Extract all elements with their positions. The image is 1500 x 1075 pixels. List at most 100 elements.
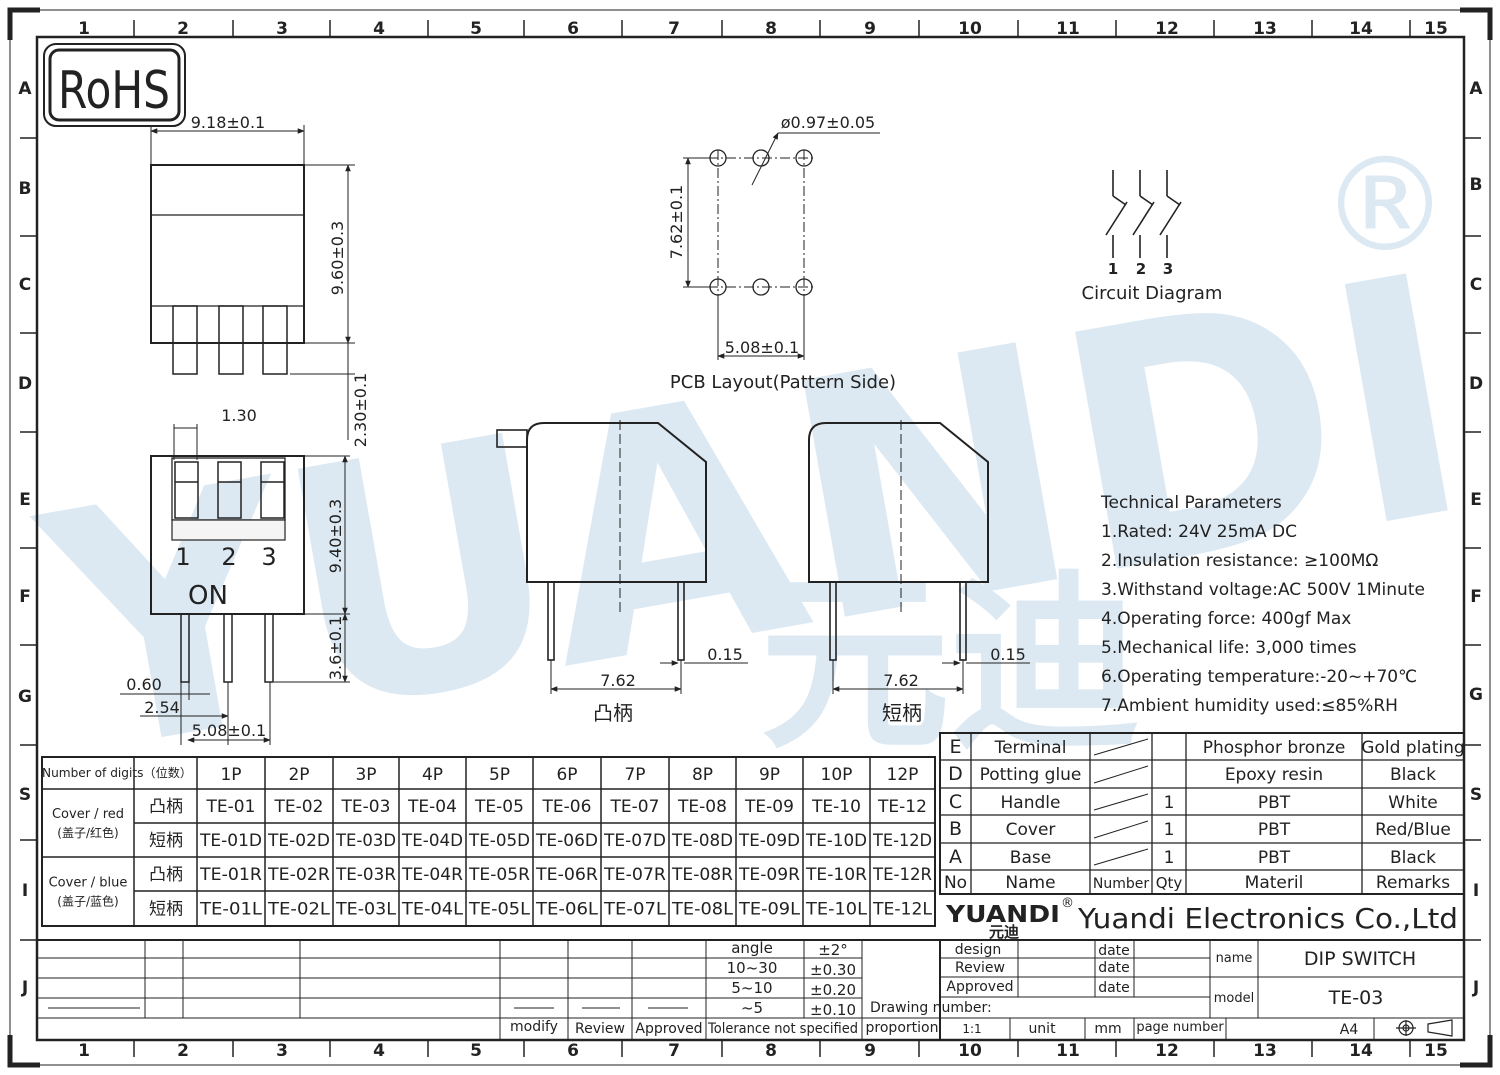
tech-item: 3.Withstand voltage:AC 500V 1Minute	[1101, 580, 1425, 600]
column-header: 7P	[624, 765, 645, 785]
pcb-layout	[683, 132, 880, 360]
svg-text:9: 9	[864, 19, 876, 39]
bom-cell: D	[948, 763, 963, 785]
svg-text:8: 8	[765, 1041, 777, 1061]
model-cell: TE-03D	[335, 831, 396, 851]
circuit-diagram	[1105, 170, 1182, 258]
model-cell: TE-08R	[671, 865, 733, 885]
svg-text:date: date	[1098, 960, 1130, 976]
bom-cell: Terminal	[994, 738, 1067, 758]
model-table-frame	[41, 756, 936, 927]
circuit-caption: Circuit Diagram	[1082, 283, 1223, 304]
projection-symbol-icon	[1396, 1019, 1453, 1037]
bom-cell: PBT	[1258, 793, 1291, 813]
svg-text:5: 5	[470, 1041, 482, 1061]
model-cell: TE-05L	[468, 900, 531, 920]
model-cell: TE-02R	[267, 865, 330, 885]
svg-text:14: 14	[1349, 19, 1373, 39]
bom-cell: Epoxy resin	[1225, 765, 1323, 785]
svg-text:11: 11	[1056, 19, 1080, 39]
svg-text:±0.20: ±0.20	[810, 981, 856, 999]
model-cell: TE-10D	[805, 831, 867, 851]
bom-header: Number	[1093, 876, 1149, 892]
svg-text:11: 11	[1056, 1041, 1080, 1061]
svg-text:I: I	[1473, 881, 1479, 901]
model-cell: TE-09L	[738, 900, 801, 920]
group-label-cn: (盖子/蓝色)	[57, 895, 118, 909]
model-cell: TE-02L	[267, 900, 331, 920]
company-reg: ®	[1061, 896, 1074, 911]
scale-value: 1:1	[962, 1022, 981, 1036]
raised-span: 7.62	[600, 671, 636, 690]
svg-text:J: J	[1472, 978, 1479, 998]
svg-text:G: G	[1469, 685, 1483, 705]
column-header: 8P	[692, 765, 713, 785]
svg-text:F: F	[1470, 587, 1482, 607]
svg-text:1: 1	[78, 1041, 90, 1061]
side-width-dim: 9.18±0.1	[191, 113, 265, 132]
bom-cell: Gold plating	[1361, 738, 1464, 758]
group-label-cn: (盖子/红色)	[57, 825, 118, 840]
model-cell: TE-04R	[401, 865, 463, 885]
model-cell: TE-05R	[468, 865, 530, 885]
svg-text:J: J	[21, 978, 28, 998]
bom-cell: C	[949, 791, 962, 813]
model-cell: TE-12L	[872, 900, 933, 920]
company-logo: YUANDI	[945, 902, 1060, 928]
svg-text:10: 10	[958, 1041, 982, 1061]
side-view	[150, 125, 355, 440]
side-height-dim: 9.60±0.3	[328, 221, 347, 295]
model-cell: TE-09	[744, 797, 794, 817]
svg-text:A: A	[18, 79, 32, 99]
svg-text:angle: angle	[731, 939, 773, 957]
side-pin-dim: 2.30±0.1	[351, 373, 370, 447]
model-cell: TE-07D	[603, 831, 666, 851]
handle-type: 凸柄	[149, 865, 183, 885]
company-name: Yuandi Electronics Co.,Ltd	[1077, 902, 1458, 935]
bom-cell: White	[1388, 793, 1437, 813]
bom-cell: Potting glue	[980, 765, 1082, 785]
bom-cell: Handle	[1001, 793, 1061, 813]
short-caption: 短柄	[882, 701, 922, 725]
svg-text:±0.10: ±0.10	[810, 1001, 856, 1019]
svg-text:C: C	[1470, 275, 1482, 295]
bom-cell: B	[949, 818, 962, 840]
svg-text:5~10: 5~10	[731, 979, 772, 997]
proportion-label: proportion	[866, 1020, 939, 1036]
svg-text:D: D	[18, 374, 32, 394]
pcb-row-dim: 7.62±0.1	[667, 185, 686, 259]
svg-text:6: 6	[567, 1041, 579, 1061]
svg-text:E: E	[1470, 490, 1482, 510]
front-span: 5.08±0.1	[192, 721, 266, 740]
drawing-number: Drawing number:	[870, 1000, 992, 1016]
model-cell: TE-04D	[401, 831, 463, 851]
grid-ticks	[20, 20, 1481, 1057]
profile-raised	[496, 420, 748, 694]
svg-text:10: 10	[958, 19, 982, 39]
tech-item: 6.Operating temperature:-20~+70℃	[1101, 667, 1417, 687]
svg-text:14: 14	[1349, 1041, 1373, 1061]
svg-text:15: 15	[1424, 19, 1448, 39]
svg-text:±0.30: ±0.30	[810, 961, 856, 979]
sheet-frame	[7, 7, 1493, 1068]
front-num-3: 3	[261, 543, 276, 571]
svg-text:date: date	[1098, 943, 1130, 959]
svg-text:12: 12	[1155, 19, 1179, 39]
bom-header: Materil	[1245, 873, 1304, 893]
model-cell: TE-01	[206, 797, 256, 817]
tech-item: 4.Operating force: 400gf Max	[1101, 609, 1351, 629]
svg-text:13: 13	[1253, 1041, 1277, 1061]
front-pin-dim: 3.6±0.1	[326, 616, 345, 680]
bom-header: Remarks	[1376, 873, 1450, 893]
group-label: Cover / blue	[49, 876, 128, 891]
bom-header: Qty	[1156, 874, 1183, 892]
svg-text:4: 4	[373, 1041, 385, 1061]
svg-text:I: I	[22, 881, 28, 901]
model-label: model	[1214, 991, 1254, 1006]
svg-text:B: B	[1470, 175, 1483, 195]
model-cell: TE-09R	[738, 865, 800, 885]
model-cell: TE-07R	[603, 865, 666, 885]
table-corner-label: Number of digits（位数）	[42, 765, 192, 780]
model-cell: TE-06R	[535, 865, 598, 885]
svg-text:A: A	[1469, 79, 1483, 99]
